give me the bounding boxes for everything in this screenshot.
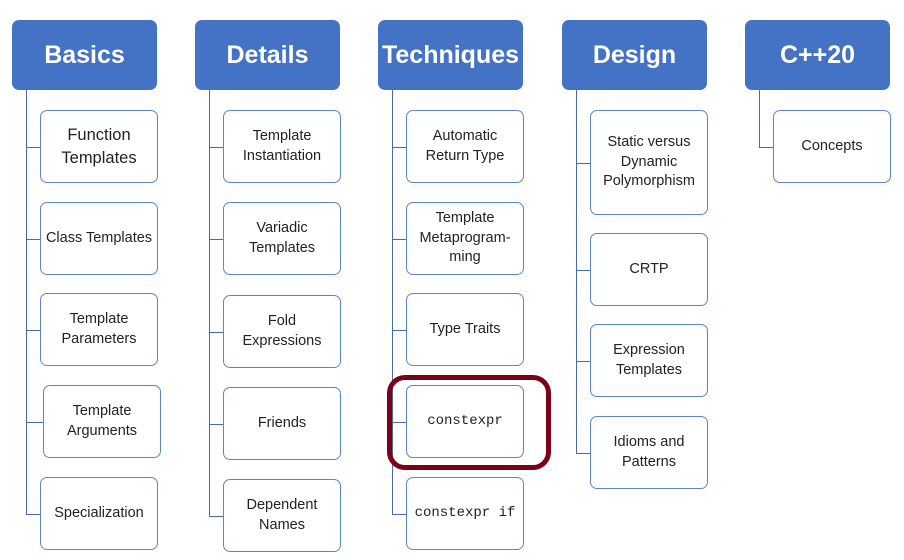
- topic-box: Class Templates: [40, 202, 158, 275]
- topic-box: Idioms and Patterns: [590, 416, 708, 489]
- connector-line: [209, 515, 223, 517]
- topic-box: Template Metaprogram-ming: [406, 202, 524, 275]
- topic-box: Function Templates: [40, 110, 158, 183]
- topic-box: Template Parameters: [40, 293, 158, 366]
- connector-line: [26, 513, 40, 515]
- topic-box: Template Arguments: [43, 385, 161, 458]
- topic-box: Type Traits: [406, 293, 524, 366]
- topic-box: Variadic Templates: [223, 202, 341, 275]
- highlight-outline: [387, 375, 551, 470]
- topic-box: constexpr if: [406, 477, 524, 550]
- column-header-details: Details: [195, 20, 340, 90]
- topic-box: Fold Expressions: [223, 295, 341, 368]
- column-header-basics: Basics: [12, 20, 157, 90]
- topic-box: Template Instantiation: [223, 110, 341, 183]
- connector-line: [576, 360, 590, 362]
- connector-line: [576, 269, 590, 271]
- connector-line: [759, 90, 760, 147]
- connector-line: [576, 90, 577, 453]
- topic-box: Friends: [223, 387, 341, 460]
- topic-box: constexpr: [406, 385, 524, 458]
- connector-line: [392, 421, 406, 423]
- connector-line: [392, 146, 406, 148]
- topic-box: Concepts: [773, 110, 891, 183]
- connector-line: [576, 162, 590, 164]
- topic-box: Static versus Dynamic Polymorphism: [590, 110, 708, 215]
- topic-box: CRTP: [590, 233, 708, 306]
- connector-line: [26, 238, 40, 240]
- connector-line: [209, 331, 223, 333]
- column-header-c20: C++20: [745, 20, 890, 90]
- connector-line: [392, 90, 393, 514]
- topic-box: Expression Templates: [590, 324, 708, 397]
- topic-box: Dependent Names: [223, 479, 341, 552]
- column-header-design: Design: [562, 20, 707, 90]
- connector-line: [392, 329, 406, 331]
- connector-line: [209, 146, 223, 148]
- connector-line: [26, 146, 40, 148]
- connector-line: [26, 421, 43, 423]
- connector-line: [576, 452, 590, 454]
- connector-line: [209, 238, 223, 240]
- connector-line: [392, 513, 406, 515]
- connector-line: [392, 238, 406, 240]
- topic-box: Specialization: [40, 477, 158, 550]
- connector-line: [759, 146, 773, 148]
- topic-box: Automatic Return Type: [406, 110, 524, 183]
- connector-line: [26, 90, 27, 514]
- connector-line: [209, 423, 223, 425]
- connector-line: [26, 329, 40, 331]
- column-header-techniques: Techniques: [378, 20, 523, 90]
- connector-line: [209, 90, 210, 516]
